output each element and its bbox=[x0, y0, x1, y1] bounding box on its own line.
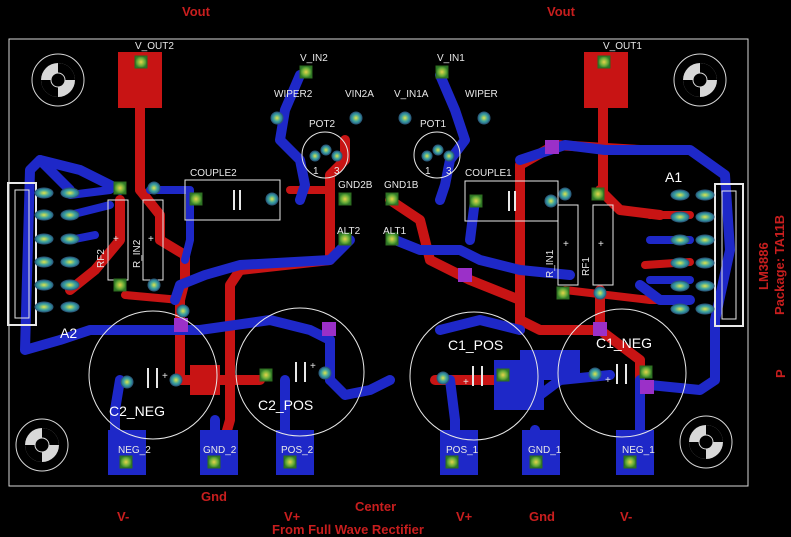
ic-pins bbox=[34, 187, 715, 315]
label-gnd-right: Gnd bbox=[529, 509, 555, 524]
label-r-in2: R_IN2 bbox=[132, 239, 143, 268]
label-c2neg-plus: + bbox=[162, 371, 168, 382]
silkscreen-labels: V_OUT2 V_OUT1 V_IN2 V_IN1 WIPER2 VIN2A V… bbox=[60, 41, 682, 456]
pad-round bbox=[120, 111, 607, 389]
label-vplus-left: V+ bbox=[284, 509, 301, 524]
label-rin1-plus: + bbox=[563, 239, 569, 250]
label-rin2-plus: + bbox=[148, 234, 154, 245]
label-pot2-pin3: 3 bbox=[334, 166, 340, 177]
label-neg-2: NEG_2 bbox=[118, 445, 151, 456]
capacitor-outlines bbox=[88, 307, 687, 441]
label-r-in1: R_IN1 bbox=[545, 249, 556, 278]
ic-outlines bbox=[7, 182, 744, 327]
label-vout-left: Vout bbox=[182, 4, 211, 19]
label-rf2-plus: + bbox=[113, 234, 119, 245]
label-pot1-pin1: 1 bbox=[425, 166, 431, 177]
label-v-in2: V_IN2 bbox=[300, 53, 328, 64]
label-gnd2b: GND2B bbox=[338, 180, 373, 191]
label-rf1-plus: + bbox=[598, 239, 604, 250]
label-rf2: RF2 bbox=[96, 249, 107, 268]
label-c2pos-plus: + bbox=[310, 361, 316, 372]
pads bbox=[34, 55, 715, 469]
label-c2-neg: C2_NEG bbox=[109, 403, 165, 419]
label-c1-pos: C1_POS bbox=[448, 337, 503, 353]
label-pot2: POT2 bbox=[309, 119, 336, 130]
vias bbox=[174, 140, 654, 394]
label-v-in1a: V_IN1A bbox=[394, 89, 429, 100]
label-gnd-1: GND_1 bbox=[528, 445, 562, 456]
pot-outlines bbox=[301, 131, 461, 179]
resistor-bodies bbox=[107, 179, 614, 286]
label-v-out1: V_OUT1 bbox=[603, 41, 642, 52]
capacitor-symbols bbox=[147, 190, 627, 388]
label-vminus-right: V- bbox=[620, 509, 632, 524]
label-a2: A2 bbox=[60, 325, 77, 341]
net-labels: Vout Vout Gnd Gnd V- V- V+ V+ Center Fro… bbox=[117, 4, 788, 537]
label-wiper2: WIPER2 bbox=[274, 89, 313, 100]
pad-square bbox=[113, 55, 653, 469]
label-pot1: POT1 bbox=[420, 119, 447, 130]
label-pos-2: POS_2 bbox=[281, 445, 314, 456]
label-v-in1: V_IN1 bbox=[437, 53, 465, 64]
label-v-out2: V_OUT2 bbox=[135, 41, 174, 52]
label-gnd1b: GND1B bbox=[384, 180, 419, 191]
label-alt1: ALT1 bbox=[383, 226, 407, 237]
label-vout-right: Vout bbox=[547, 4, 576, 19]
label-neg-1: NEG_1 bbox=[622, 445, 655, 456]
label-couple1: COUPLE1 bbox=[465, 168, 512, 179]
label-couple2: COUPLE2 bbox=[190, 168, 237, 179]
label-rf1: RF1 bbox=[581, 257, 592, 276]
label-pos-1: POS_1 bbox=[446, 445, 479, 456]
label-vplus-right: V+ bbox=[456, 509, 473, 524]
label-gnd-left: Gnd bbox=[201, 489, 227, 504]
label-ic-name: LM3886 bbox=[756, 242, 771, 290]
label-center: Center bbox=[355, 499, 396, 514]
label-from-rectifier: From Full Wave Rectifier bbox=[272, 522, 424, 537]
label-vin2a: VIN2A bbox=[345, 89, 374, 100]
label-p-mark: P bbox=[773, 369, 788, 378]
label-vminus-left: V- bbox=[117, 509, 129, 524]
label-alt2: ALT2 bbox=[337, 226, 361, 237]
label-c2-pos: C2_POS bbox=[258, 397, 313, 413]
label-a1: A1 bbox=[665, 169, 682, 185]
label-package: Package: TA11B bbox=[772, 215, 787, 315]
mounting-holes bbox=[15, 53, 733, 472]
label-gnd-2: GND_2 bbox=[203, 445, 237, 456]
label-c1neg-plus: + bbox=[605, 375, 611, 386]
label-pot2-pin1: 1 bbox=[313, 166, 319, 177]
label-pot1-pin3: 3 bbox=[446, 166, 452, 177]
label-c1-neg: C1_NEG bbox=[596, 335, 652, 351]
label-wiper: WIPER bbox=[465, 89, 498, 100]
pot-pads bbox=[309, 144, 455, 162]
label-c1pos-plus: + bbox=[463, 377, 469, 388]
